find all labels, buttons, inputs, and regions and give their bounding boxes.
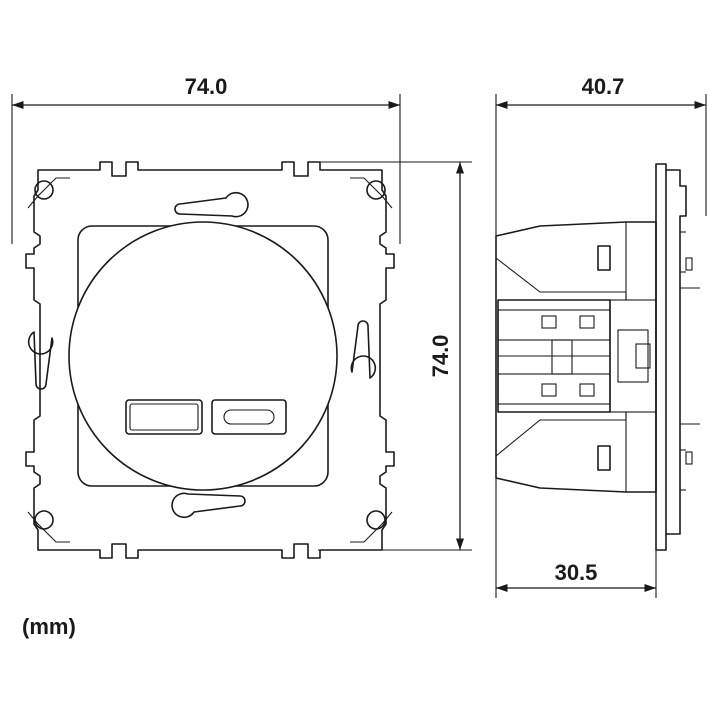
side-depth-dimension: 40.7 bbox=[495, 74, 707, 236]
front-width-label: 74.0 bbox=[185, 74, 228, 99]
side-housing bbox=[495, 221, 657, 493]
usb-c-port bbox=[211, 399, 287, 435]
housing-top-bevel bbox=[495, 257, 627, 300]
mounting-keyhole-slots bbox=[27, 191, 377, 519]
housing-bottom-bevel bbox=[495, 412, 627, 457]
side-depth-label: 40.7 bbox=[582, 74, 625, 99]
frame-corner-holes bbox=[34, 180, 386, 530]
side-clip-top bbox=[685, 257, 693, 271]
usb-a-port bbox=[125, 399, 203, 435]
side-insert-depth-dimension: 30.5 bbox=[495, 478, 657, 598]
usb-c-port-inner bbox=[223, 409, 275, 425]
usb-a-port-inner bbox=[129, 403, 199, 431]
front-width-dimension: 74.0 bbox=[11, 74, 401, 244]
front-view bbox=[25, 161, 395, 559]
units-label: (mm) bbox=[22, 614, 76, 639]
side-view bbox=[495, 163, 700, 551]
terminal-block bbox=[497, 299, 657, 413]
frame-corner-details bbox=[27, 177, 393, 543]
side-frame-edge bbox=[665, 169, 687, 535]
side-slot-bottom bbox=[597, 445, 611, 471]
side-frame-plate bbox=[655, 163, 667, 551]
side-slot-top bbox=[597, 245, 611, 271]
front-height-label: 74.0 bbox=[428, 335, 453, 378]
side-clip-bottom bbox=[685, 451, 693, 465]
side-insert-depth-label: 30.5 bbox=[555, 560, 598, 585]
front-height-dimension: 74.0 bbox=[318, 161, 472, 551]
socket-faceplate bbox=[68, 221, 338, 491]
